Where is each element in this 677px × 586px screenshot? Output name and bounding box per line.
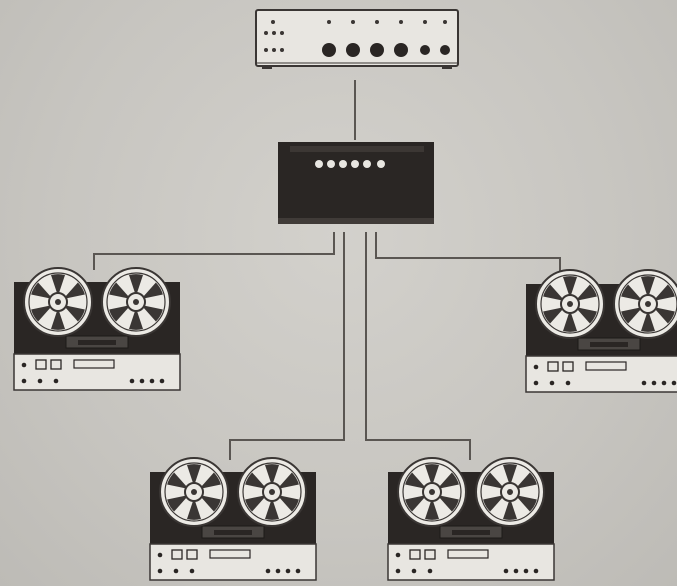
tape-recorder-3 (150, 458, 316, 580)
connection-lines (93, 80, 561, 460)
link-box-recorder-4 (365, 232, 471, 460)
tape-recorder-1 (14, 268, 180, 390)
link-box-recorder-1 (93, 232, 335, 270)
link-box-recorder-2 (375, 232, 561, 272)
distribution-box (278, 142, 434, 224)
link-box-recorder-3 (229, 232, 345, 460)
tape-recorder-4 (388, 458, 554, 580)
amplifier (255, 9, 459, 69)
tape-recorder-2 (526, 270, 677, 392)
